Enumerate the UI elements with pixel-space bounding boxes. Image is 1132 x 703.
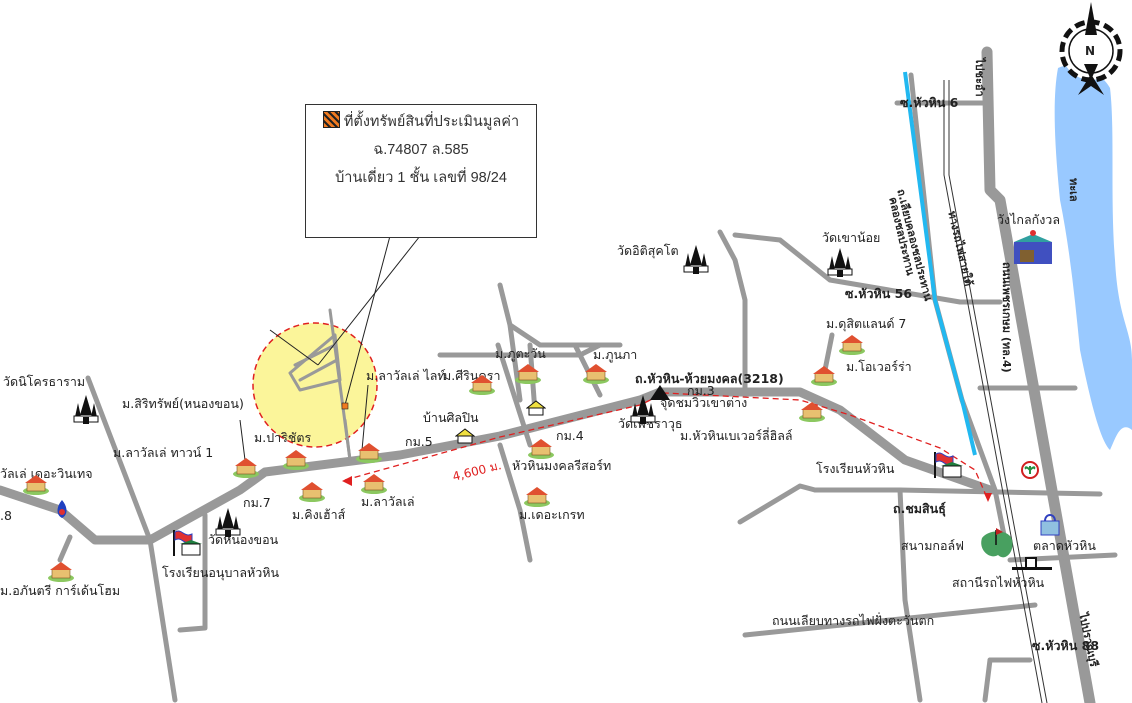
map-label: ม.ปาริชัตร	[254, 430, 312, 445]
map-label: ซ.หัวหิน 88	[1032, 638, 1100, 653]
map-label: หัวหินมงคลรีสอร์ท	[512, 458, 612, 473]
viewpoint-icon	[650, 385, 670, 400]
map-label: ถ.ชมสินธุ์	[893, 501, 946, 516]
housing-project-icon	[839, 335, 865, 355]
map-label: วัดอิติสุคโต	[617, 243, 679, 258]
callout-description: บ้านเดี่ยว 1 ชั้น เลขที่ 98/24	[335, 170, 507, 186]
map-label: กม.3	[687, 383, 715, 398]
map-label: ตลาดหัวหิน	[1033, 538, 1096, 553]
map-label: ม.ภูตะวัน	[495, 346, 546, 361]
temple-icon	[827, 248, 853, 277]
callout-title: ที่ตั้งทรัพย์สินที่ประเมินมูลค่า	[343, 114, 520, 130]
map-label: วัดเขาน้อย	[822, 230, 881, 245]
housing-project-icon	[356, 443, 382, 463]
railway	[943, 80, 1048, 703]
roads	[0, 46, 1118, 703]
map-label: วัลเล่ เดอะวินเทจ	[0, 466, 93, 481]
housing-project-icon	[299, 482, 325, 502]
map-label: ซ.หัวหิน 56	[845, 286, 913, 301]
map-label: วังไกลกังวล	[997, 212, 1060, 227]
temple-icon	[630, 395, 656, 424]
map-label: วัดนิโครธาราม	[3, 374, 86, 389]
housing-project-icon	[283, 450, 309, 470]
compass-north-label: N	[1085, 44, 1096, 58]
artist-house-icon	[526, 400, 546, 416]
map-label: ม.ดุสิตแลนด์ 7	[826, 316, 907, 331]
train-station-icon	[1012, 557, 1052, 570]
compass-rose	[1059, 2, 1123, 95]
map-label: ม.เดอะเกรท	[519, 507, 585, 522]
map-label: ม.หัวหินเบเวอร์ลี่ฮิลล์	[680, 428, 793, 443]
housing-project-icon	[23, 475, 49, 495]
market-icon	[1040, 514, 1060, 536]
map-label: ม.โอเวอร์ร่า	[846, 359, 912, 374]
temple-icon	[215, 508, 241, 537]
housing-project-icon	[515, 364, 541, 384]
school-icon	[934, 452, 963, 478]
distance-route	[344, 392, 989, 501]
irrigation-canal	[903, 71, 977, 456]
map-label: กม.5	[405, 434, 433, 449]
housing-project-icon	[583, 364, 609, 384]
map-label: สนามกอล์ฟ	[901, 538, 965, 553]
map-label: โรงเรียนอนุบาลหัวหิน	[162, 565, 280, 580]
housing-project-icon	[361, 474, 387, 494]
map-label: กม.7	[243, 495, 271, 510]
map-label: ม.สิริทรัพย์(หนองขอน)	[122, 396, 244, 411]
map-label: ม.ภูนภา	[593, 347, 638, 362]
property-swatch-icon	[322, 111, 340, 128]
temple-icon	[73, 395, 99, 424]
map-label: จุดชมวิวเขาต่าง	[660, 395, 748, 410]
map-label: กม.4	[556, 428, 584, 443]
housing-project-icon	[233, 458, 259, 478]
housing-project-icon	[48, 562, 74, 582]
school-icon	[173, 530, 202, 556]
property-marker	[341, 402, 349, 410]
housing-project-icon	[524, 487, 550, 507]
map-label: ซ.หัวหิน 6	[900, 95, 959, 110]
golf-course-icon	[981, 531, 1013, 558]
map-label: สถานีรถไฟหัวหิน	[952, 575, 1045, 590]
property-callout: ที่ตั้งทรัพย์สินที่ประเมินมูลค่า ฉ.74807…	[305, 104, 537, 238]
map-label: ม.ลาวัลเล่ ทาวน์ 1	[113, 445, 214, 460]
map-label: ม.อภันตรี การ์เด้นโฮม	[0, 583, 121, 598]
housing-project-icon	[811, 366, 837, 386]
housing-project-icon	[469, 375, 495, 395]
sea-area	[1054, 65, 1132, 450]
callout-deed: ฉ.74807 ล.585	[373, 142, 469, 158]
map-label: ทะเล	[1067, 178, 1080, 202]
palace-icon	[1014, 230, 1052, 264]
map-label: ม.ลาวัลเล่ ไลท์	[366, 368, 446, 383]
map-label: ถ.หัวหิน-ห้วยมงคล(3218)	[635, 371, 784, 386]
artist-house-icon	[455, 428, 475, 444]
housing-project-icon	[528, 439, 554, 459]
map-label: ถนนเพชรเกษม (ทล.4)	[1000, 262, 1013, 373]
map-label: ม.คิงเฮ้าส์	[292, 507, 346, 522]
housing-project-icon	[799, 402, 825, 422]
map-label: บ้านศิลปิน	[423, 410, 479, 425]
map-label: โรงเรียนหัวหิน	[816, 461, 895, 476]
map-label: ถนนเลียบทางรถไฟฝั่งตะวันตก	[772, 613, 935, 628]
map-label: ไปชะอำ	[973, 58, 986, 97]
map-label: ม.ลาวัลเล่	[361, 494, 415, 509]
map-label: .8	[0, 508, 12, 523]
temple-icon	[683, 245, 709, 274]
